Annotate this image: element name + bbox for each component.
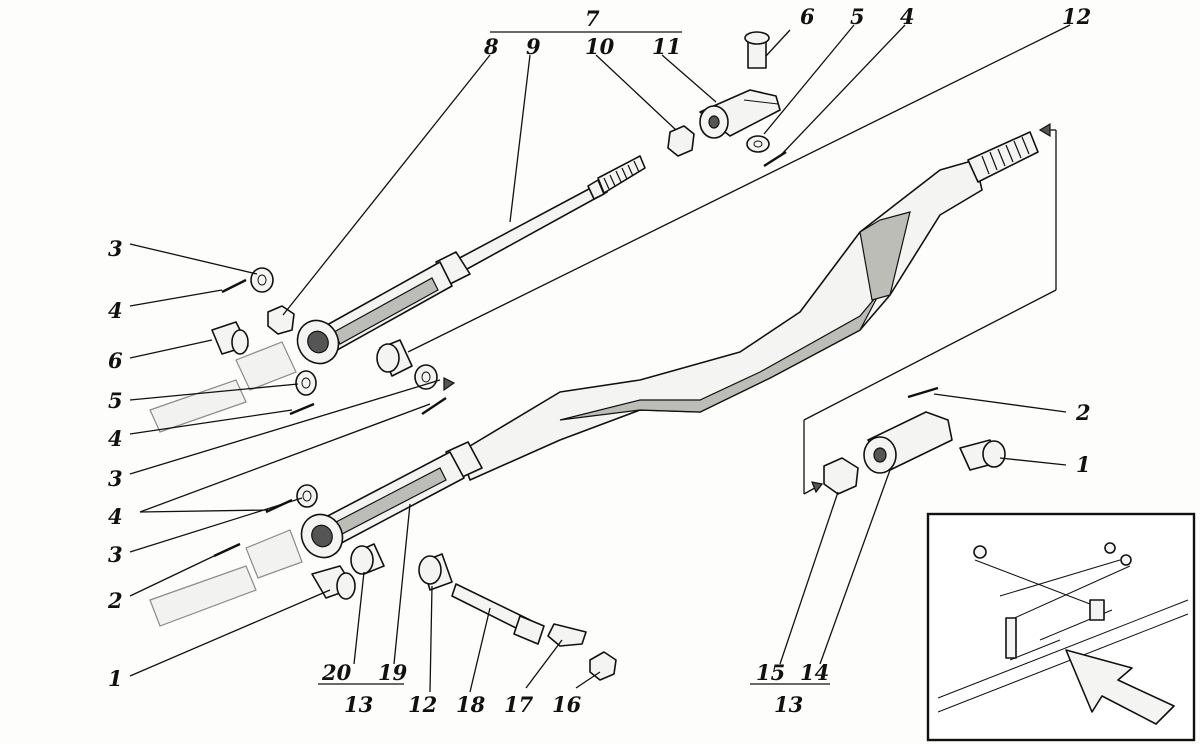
callout-9: 9	[526, 34, 541, 59]
lower-rod-thread	[981, 136, 1030, 175]
cotter-pin-lower-2	[213, 542, 241, 558]
nut-left-upper	[267, 305, 295, 335]
washer-top	[746, 135, 770, 153]
fork-top	[699, 89, 781, 139]
callout-10: 10	[585, 34, 615, 59]
callout-8: 8	[483, 34, 499, 59]
callout-19: 19	[378, 660, 408, 685]
clevis-pin-top	[744, 31, 770, 69]
leader-lines	[129, 24, 1071, 693]
callout-11: 11	[652, 34, 681, 59]
callout-4-top: 4	[900, 4, 915, 29]
callout-3-b: 3	[108, 466, 123, 491]
nut-15	[823, 457, 859, 495]
bolt-18	[451, 583, 545, 645]
callout-4-c: 4	[108, 504, 123, 529]
clevis-pin-left	[211, 321, 249, 355]
inset-vehicle-outline	[937, 542, 1189, 713]
bush-middle	[376, 339, 413, 377]
callout-18: 18	[456, 692, 486, 717]
callout-1-left: 1	[108, 666, 123, 691]
locknut-top	[667, 125, 695, 157]
callout-5-left: 5	[108, 388, 123, 413]
vehicle-shaft-upper	[149, 341, 297, 433]
upper-adjusting-rod	[296, 155, 646, 365]
callout-14: 14	[800, 660, 829, 685]
washer-left-upper	[250, 267, 274, 293]
callout-12-top: 12	[1062, 4, 1091, 29]
callout-4-a: 4	[108, 298, 123, 323]
vehicle-shaft-lower	[149, 529, 303, 627]
callout-15: 15	[756, 660, 785, 685]
callout-7: 7	[585, 6, 600, 31]
callout-3-c: 3	[108, 542, 123, 567]
cotter-pin-left-middle	[289, 402, 315, 416]
callout-5-top: 5	[850, 4, 865, 29]
washer-left-lower	[296, 484, 318, 508]
callout-1-right: 1	[1076, 452, 1091, 477]
callout-20: 20	[321, 660, 352, 685]
upper-rod-thread	[603, 160, 640, 190]
callout-3-a: 3	[108, 236, 123, 261]
cotter-pin-right	[907, 386, 939, 399]
callout-12-bottom: 12	[408, 692, 437, 717]
callout-6-top: 6	[800, 4, 815, 29]
cotter-pin-middle	[421, 397, 447, 415]
lower-cranked-rod	[300, 131, 1039, 559]
bush-12-lower	[418, 553, 453, 591]
callout-4-b: 4	[108, 426, 123, 451]
clevis-pin-right	[959, 439, 1006, 471]
location-inset	[926, 512, 1196, 742]
callout-2-right: 2	[1075, 400, 1091, 425]
washer-middle	[414, 364, 438, 390]
lock-washer-17	[547, 623, 587, 647]
callout-13-left: 13	[344, 692, 373, 717]
nut-16	[589, 651, 617, 681]
callout-13-right: 13	[774, 692, 803, 717]
callout-labels: 7 8 9 10 11 6 5 4 12 3 4 6 5 4 3 4 3 2 1…	[107, 4, 1091, 717]
callout-6-left: 6	[108, 348, 123, 373]
arrow-pointer-icon	[1065, 649, 1175, 725]
callout-17: 17	[504, 692, 534, 717]
callout-2-left: 2	[107, 588, 123, 613]
fork-14	[863, 411, 953, 474]
clevis-pin-lower	[311, 565, 356, 600]
bush-20	[350, 543, 385, 575]
callout-16: 16	[552, 692, 582, 717]
cotter-pin-left-upper	[221, 278, 247, 294]
washer-left-middle	[295, 370, 317, 396]
